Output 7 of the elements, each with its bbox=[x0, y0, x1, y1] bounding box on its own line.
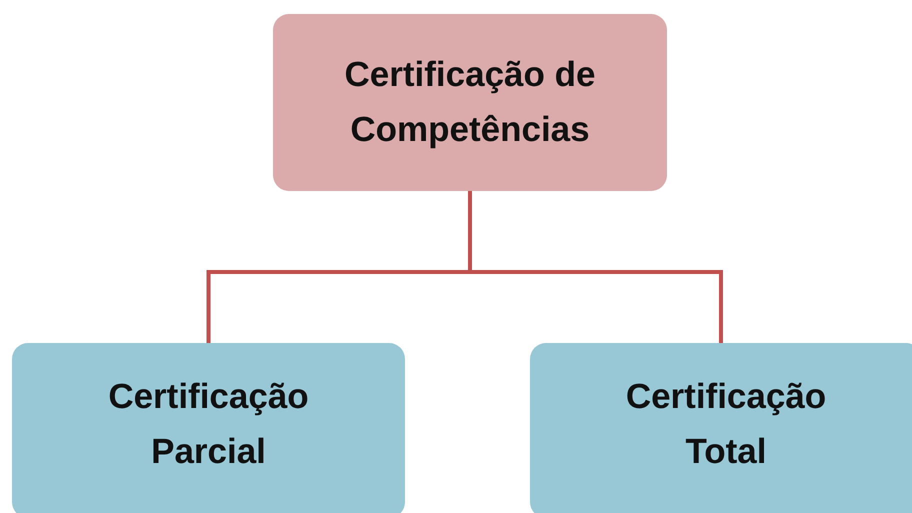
subcategory-box bbox=[530, 343, 912, 513]
category-box bbox=[273, 14, 667, 191]
connector-line bbox=[468, 191, 723, 343]
subcategory-box bbox=[12, 343, 405, 513]
box-label: Certificação Parcial bbox=[107, 376, 310, 472]
box-label: Certificação de Competências bbox=[344, 54, 596, 150]
box-label: Certificação Total bbox=[624, 376, 828, 472]
